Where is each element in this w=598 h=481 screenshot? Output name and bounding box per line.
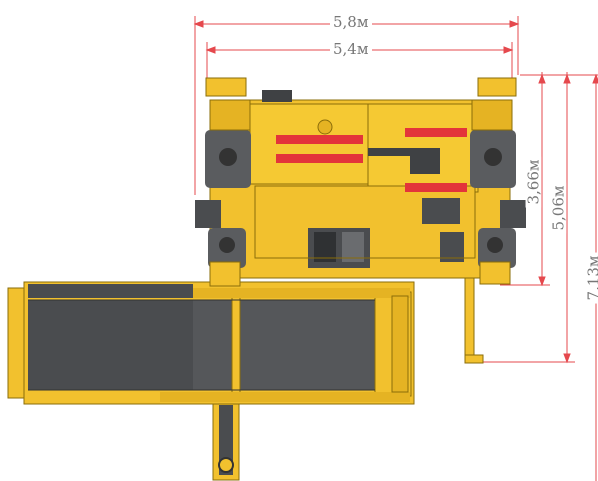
wheel-rear-right (478, 200, 526, 285)
body-length-label: 5,06м (550, 182, 568, 234)
chassis (209, 90, 511, 279)
wheel-front-right (470, 77, 517, 188)
total-length-label: 7,13м (585, 252, 598, 304)
wheel-rear-left (195, 200, 246, 287)
red-stripe (405, 183, 467, 192)
wheel-track-label: 5,4м (330, 41, 372, 57)
conveyor-deck (7, 281, 415, 405)
red-stripe (405, 128, 467, 137)
overall-width-label: 5,8м (330, 14, 372, 30)
red-stripe (276, 154, 363, 163)
tow-bar (212, 399, 240, 481)
side-arm (464, 267, 475, 364)
red-stripe (276, 135, 363, 144)
machine (7, 77, 526, 481)
wheelbase-label: 3,66м (525, 156, 543, 208)
wheel-front-left (205, 77, 251, 188)
